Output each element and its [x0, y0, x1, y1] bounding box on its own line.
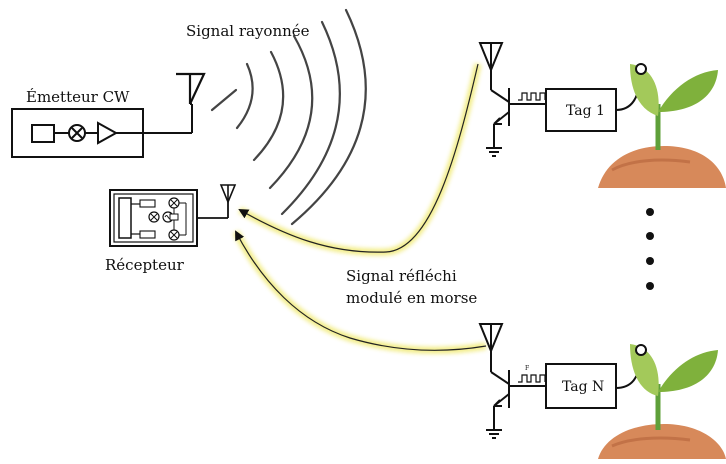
soil-n: [598, 424, 726, 459]
wave-arc-6: [290, 8, 367, 226]
tag-n-circuit: F Tag N: [478, 323, 641, 439]
wave-arc-1: [210, 88, 238, 112]
radiated-signal-label: Signal rayonnée: [186, 22, 310, 40]
reflected-signal-label-line2: modulé en morse: [346, 289, 477, 307]
mixer-icon: [68, 124, 86, 142]
reflected-signal-paths: [232, 63, 487, 354]
wave-arc-5: [280, 20, 341, 216]
wave-arc-2: [235, 62, 254, 130]
wave-arc-4: [268, 34, 314, 190]
amplifier-icon: [97, 121, 119, 145]
reflected-path-tag1: [238, 63, 479, 253]
receiver-antenna-icon: [219, 184, 237, 205]
tag1-label: Tag 1: [566, 103, 605, 119]
tag1-box: [545, 88, 617, 132]
tagn-box: [545, 363, 617, 409]
oscillator-block: [31, 124, 55, 143]
tag1-antenna-icon: [478, 42, 504, 73]
plant-n-icon: [598, 344, 726, 459]
receiver-label: Récepteur: [105, 256, 185, 274]
receiver: Récepteur: [105, 184, 237, 274]
tagn-ground-icon: [486, 416, 502, 439]
plant-1-icon: [598, 63, 726, 188]
tagn-antenna-icon: [478, 323, 504, 354]
emitter-antenna-icon: [176, 72, 206, 105]
tagn-modulation-pulse: [518, 374, 546, 383]
tag1-transistor-icon: [490, 70, 546, 134]
wave-arc-3: [252, 50, 285, 162]
tag-1-circuit: Tag 1: [478, 42, 641, 157]
tagn-transistor-icon: [490, 351, 546, 416]
reflected-path-tagn: [235, 230, 487, 352]
more-tags-ellipsis: [646, 208, 654, 290]
cw-emitter: Émetteur CW: [11, 72, 206, 158]
reflected-signal-label-line1: Signal réfléchi: [346, 267, 457, 285]
radiated-signal-waves: [210, 8, 367, 226]
tag1-ground-icon: [486, 134, 502, 157]
cw-emitter-label: Émetteur CW: [26, 88, 130, 106]
frequency-marker-label: F: [525, 365, 529, 372]
tag1-modulation-pulse: [518, 92, 546, 101]
soil-1: [598, 146, 726, 188]
tagn-label: Tag N: [562, 379, 604, 395]
